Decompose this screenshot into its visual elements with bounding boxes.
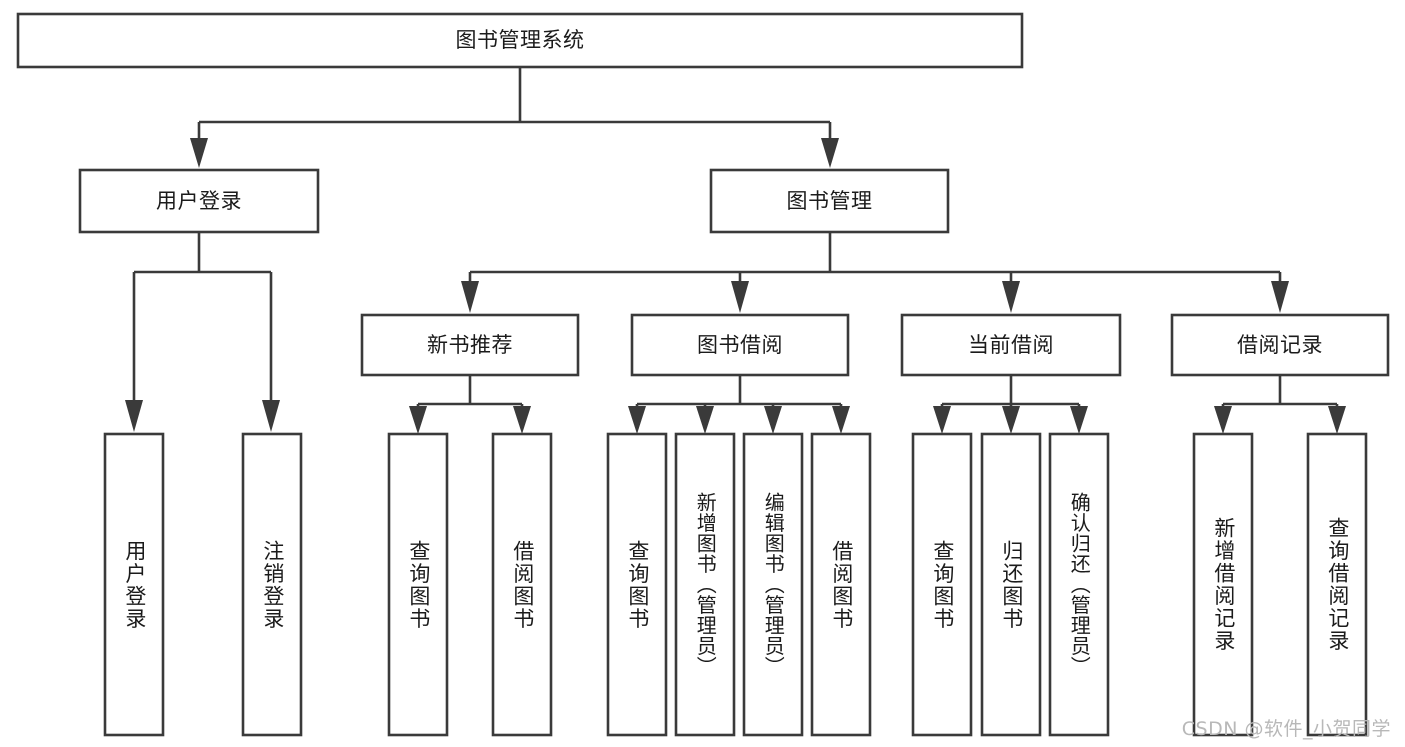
arrow-head-leaf-borrow-book-1	[513, 406, 531, 434]
node-box-new-book-recommend[interactable]	[360, 313, 580, 377]
node-box-leaf-logout-login[interactable]	[241, 432, 303, 737]
node-box-leaf-return-book[interactable]	[980, 432, 1042, 737]
node-box-leaf-query-record[interactable]	[1306, 432, 1368, 737]
arrow-head-leaf-return-book	[1002, 406, 1020, 434]
arrow-head-leaf-borrow-book-2	[832, 406, 850, 434]
connector-group-book-borrow	[628, 375, 850, 434]
arrow-head-leaf-add-book	[696, 406, 714, 434]
node-box-user-login[interactable]	[78, 168, 320, 234]
connector-group-current-borrow	[933, 375, 1088, 434]
node-box-current-borrow[interactable]	[900, 313, 1122, 377]
arrow-head-leaf-confirm-return	[1070, 406, 1088, 434]
arrow-head-leaf-edit-book	[764, 406, 782, 434]
arrow-head-leaf-query-record	[1328, 406, 1346, 434]
arrow-head-leaf-user-login	[125, 400, 143, 432]
node-box-leaf-query-book-3[interactable]	[911, 432, 973, 737]
node-box-borrow-record[interactable]	[1170, 313, 1390, 377]
arrow-head-leaf-add-record	[1214, 406, 1232, 434]
connector-group-new-book-recommend	[409, 375, 531, 434]
arrow-head-current-borrow	[1002, 281, 1020, 313]
connector-group-user-login	[125, 232, 280, 432]
node-box-leaf-confirm-return[interactable]	[1048, 432, 1110, 737]
arrow-head-borrow-record	[1271, 281, 1289, 313]
arrow-head-leaf-query-book-1	[409, 406, 427, 434]
node-box-book-borrow[interactable]	[630, 313, 850, 377]
connector-group-book-manage	[461, 232, 1289, 313]
node-box-leaf-query-book-1[interactable]	[387, 432, 449, 737]
arrow-head-new-book-recommend	[461, 281, 479, 313]
arrow-head-leaf-logout-login	[262, 400, 280, 432]
node-box-leaf-borrow-book-1[interactable]	[491, 432, 553, 737]
connector-group-borrow-record	[1214, 375, 1346, 434]
node-box-leaf-add-book[interactable]	[674, 432, 736, 737]
node-box-leaf-add-record[interactable]	[1192, 432, 1254, 737]
node-box-leaf-edit-book[interactable]	[742, 432, 804, 737]
node-box-root[interactable]	[16, 12, 1024, 69]
connector-group-root	[190, 67, 839, 168]
arrow-head-book-manage	[821, 138, 839, 168]
arrow-head-leaf-query-book-3	[933, 406, 951, 434]
arrow-head-book-borrow	[731, 281, 749, 313]
node-box-book-manage[interactable]	[709, 168, 950, 234]
node-box-leaf-borrow-book-2[interactable]	[810, 432, 872, 737]
node-box-leaf-query-book-2[interactable]	[606, 432, 668, 737]
node-box-leaf-user-login[interactable]	[103, 432, 165, 737]
arrow-head-user-login	[190, 138, 208, 168]
arrow-head-leaf-query-book-2	[628, 406, 646, 434]
